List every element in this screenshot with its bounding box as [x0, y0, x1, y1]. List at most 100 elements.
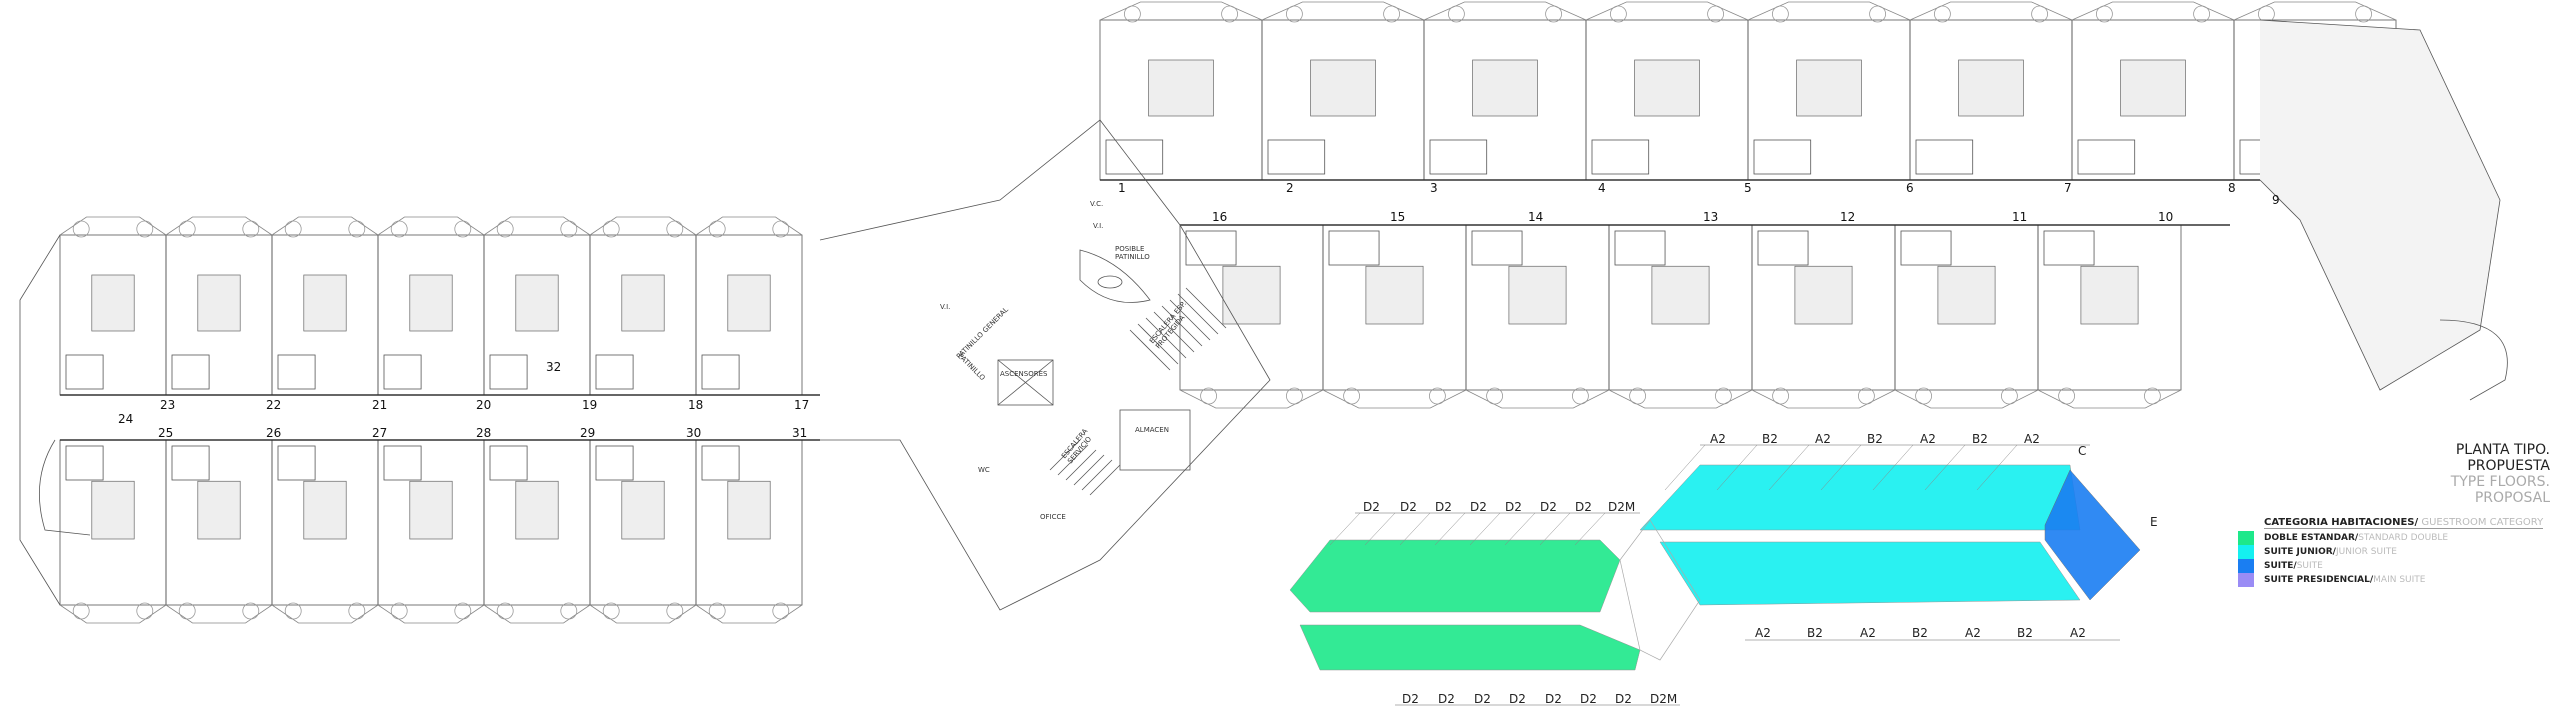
room-number: 26 — [266, 426, 282, 440]
terrace-table — [1715, 387, 1732, 405]
room-number: 22 — [266, 398, 282, 412]
terrace-table — [284, 602, 302, 620]
title-main: PLANTA TIPO. PROPUESTA — [2455, 442, 2550, 474]
legend-swatch — [2238, 545, 2254, 559]
terrace-table — [1915, 387, 1932, 405]
terrace-table — [136, 220, 154, 238]
room-number: 28 — [476, 426, 492, 440]
terrace-table — [666, 602, 684, 620]
bathroom — [701, 445, 740, 481]
facade-bay — [483, 604, 591, 624]
room-number: 12 — [1840, 210, 1856, 224]
category-tag: D2 — [1435, 500, 1452, 514]
junior-suite-zone — [1659, 541, 2081, 606]
tag-leader — [1504, 512, 1536, 546]
terrace-table — [496, 602, 514, 620]
facade-bay — [59, 604, 167, 624]
legend-label-en: JUNIOR SUITE — [2335, 547, 2397, 557]
room-number: 4 — [1598, 181, 1606, 195]
bathroom — [383, 445, 422, 481]
stair-tread — [1081, 459, 1113, 491]
label-vi-2: V.I. — [940, 303, 951, 311]
legend-item-junior-suite: SUITE JUNIOR/ JUNIOR SUITE — [2238, 545, 2543, 559]
room-number: 1 — [1118, 181, 1126, 195]
tag-leader — [1664, 444, 1706, 491]
terrace-table — [666, 220, 684, 238]
bathroom — [1267, 139, 1326, 175]
bed — [1222, 265, 1281, 325]
bed — [91, 274, 135, 332]
stair-tread — [1161, 305, 1203, 347]
category-tag: B2 — [2017, 626, 2033, 640]
bed — [2080, 265, 2139, 325]
room-number: 16 — [1212, 210, 1228, 224]
terrace-table — [708, 602, 726, 620]
bathroom — [171, 445, 210, 481]
legend-label: SUITE PRESIDENCIAL/ — [2264, 575, 2374, 585]
standard-double-zone — [1289, 539, 1621, 613]
terrace-table — [2355, 5, 2373, 23]
terrace-table — [178, 220, 196, 238]
legend-item-suite: SUITE/ SUITE — [2238, 559, 2543, 573]
room-number: 11 — [2012, 210, 2028, 224]
label-ascensores: ASCENSORES — [1000, 370, 1048, 378]
room-number: 25 — [158, 426, 174, 440]
terrace-table — [1869, 5, 1886, 23]
room-number: 14 — [1528, 210, 1544, 224]
left-end-suite — [19, 234, 61, 606]
terrace-table — [348, 220, 366, 238]
category-tag: D2 — [1509, 692, 1526, 706]
end-suite — [2259, 19, 2501, 391]
category-tag: A2 — [1920, 432, 1936, 446]
category-tag: D2 — [1402, 692, 1419, 706]
category-tag: D2 — [1540, 500, 1557, 514]
terrace-table — [242, 602, 260, 620]
room-number: 18 — [688, 398, 704, 412]
stair-tread — [1129, 329, 1171, 371]
tag-leader — [1716, 444, 1758, 491]
bed — [409, 480, 453, 540]
bed — [2120, 59, 2186, 117]
facade-bay — [271, 604, 379, 624]
terrace-table — [1707, 5, 1724, 23]
legend-item-main-suite: SUITE PRESIDENCIAL/ MAIN SUITE — [2238, 573, 2543, 587]
facade-bay — [2233, 1, 2397, 21]
bathroom — [1185, 230, 1237, 266]
room-number: 2 — [1286, 181, 1294, 195]
bed — [1508, 265, 1567, 325]
legend-label: SUITE/ — [2264, 561, 2297, 571]
bed — [197, 480, 241, 540]
legend-label-en: STANDARD DOUBLE — [2358, 533, 2449, 543]
bed — [91, 480, 135, 540]
category-tag: D2 — [1545, 692, 1562, 706]
facade-bay — [165, 216, 273, 236]
facade-bay — [2037, 389, 2182, 409]
terrace-table — [1772, 5, 1789, 23]
terrace-table — [708, 220, 726, 238]
bed — [1365, 265, 1424, 325]
facade-bay — [1909, 1, 2073, 21]
terrace-table — [454, 602, 472, 620]
terrace-table — [1629, 387, 1646, 405]
facade-bay — [165, 604, 273, 624]
terrace-table — [1772, 387, 1789, 405]
suite-zone — [2044, 469, 2141, 601]
room-number: 32 — [546, 360, 562, 374]
room-number: 19 — [582, 398, 598, 412]
terrace-table — [1286, 387, 1303, 405]
bed — [1634, 59, 1700, 117]
room-number: 24 — [118, 412, 134, 426]
terrace-table — [1124, 5, 1141, 23]
terrace-table — [1572, 387, 1589, 405]
terrace-table — [496, 220, 514, 238]
room-number: 29 — [580, 426, 596, 440]
terrace-table — [284, 220, 302, 238]
category-tag: D2 — [1505, 500, 1522, 514]
terrace-table — [1200, 387, 1217, 405]
category-tag: A2 — [1815, 432, 1831, 446]
legend-swatch — [2238, 573, 2254, 587]
label-posible: POSIBLE — [1115, 245, 1145, 253]
category-tag: A2 — [1965, 626, 1981, 640]
facade-bay — [1423, 1, 1587, 21]
